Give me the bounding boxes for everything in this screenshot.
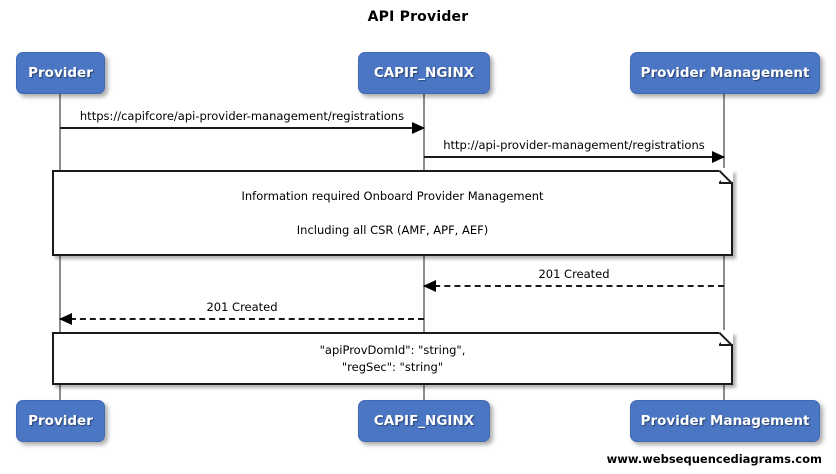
arrowhead-right-icon xyxy=(412,122,425,134)
note-line-2: Including all CSR (AMF, APF, AEF) xyxy=(296,222,489,237)
message-label: 201 Created xyxy=(538,267,610,281)
note-onboard-information: Information required Onboard Provider Ma… xyxy=(52,168,733,256)
diagram-title: API Provider xyxy=(367,9,469,25)
message-label: http://api-provider-management/registrat… xyxy=(443,138,705,152)
arrowhead-left-icon xyxy=(59,313,72,325)
message-line xyxy=(424,285,724,287)
note-fold-corner-icon xyxy=(719,330,733,346)
note-line-2: "regSec": "string" xyxy=(341,359,444,374)
participant-provider-management-bottom[interactable]: Provider Management xyxy=(630,400,820,442)
arrowhead-right-icon xyxy=(712,151,725,163)
arrowhead-left-icon xyxy=(423,280,436,292)
message-line xyxy=(60,127,424,129)
message-line xyxy=(424,156,724,158)
message-label: 201 Created xyxy=(206,300,278,314)
note-line-1: Information required Onboard Provider Ma… xyxy=(241,188,544,203)
footer-watermark: www.websequencediagrams.com xyxy=(606,452,822,466)
participant-provider-management-top[interactable]: Provider Management xyxy=(630,52,820,94)
message-line xyxy=(60,318,424,320)
note-fold-corner-icon xyxy=(719,168,733,184)
note-response-body: "apiProvDomId": "string", "regSec": "str… xyxy=(52,330,733,385)
participant-capif-nginx-top[interactable]: CAPIF_NGINX xyxy=(358,52,490,94)
note-line-1: "apiProvDomId": "string", xyxy=(319,342,466,357)
message-label: https://capifcore/api-provider-managemen… xyxy=(79,109,405,123)
participant-capif-nginx-bottom[interactable]: CAPIF_NGINX xyxy=(358,400,490,442)
participant-provider-bottom[interactable]: Provider xyxy=(16,400,105,442)
participant-provider-top[interactable]: Provider xyxy=(16,52,105,94)
